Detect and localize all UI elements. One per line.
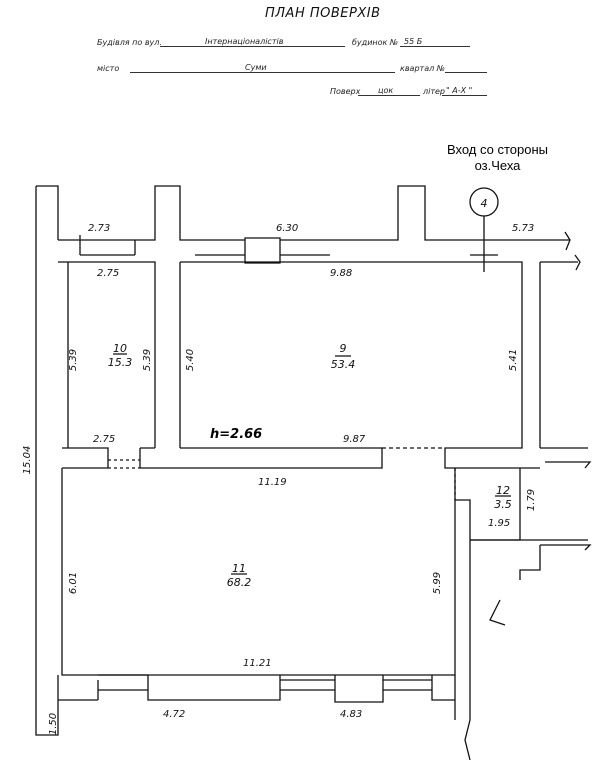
room-10-dim-bottom: 2.75: [93, 434, 115, 445]
room-11-area: 68.2: [227, 576, 252, 589]
entrance-line-1: Вход со стороны: [446, 142, 549, 157]
bottom-wall-2: [147, 675, 335, 701]
entrance-note: Вход со стороны оз.Чеха: [430, 142, 565, 174]
right-wall: [539, 262, 592, 469]
room-11-dim-left: 6.01: [68, 572, 79, 594]
floor-value: цок: [378, 86, 394, 95]
room-9-dim-bottom: 9.87: [343, 434, 366, 445]
walls: [35, 185, 592, 760]
left-outer-wall: [35, 185, 59, 736]
street-value: Інтернаціоналістів: [205, 37, 284, 46]
room-11-number: 11: [232, 562, 246, 575]
room-9-outline: [179, 261, 540, 469]
floor-label: Поверх: [330, 87, 361, 96]
city-underline: [130, 72, 395, 73]
room-9-dim-left: 5.40: [185, 349, 196, 371]
top-wall-3: [330, 185, 470, 241]
bottom-right-break: [464, 719, 471, 760]
street-underline: [160, 46, 345, 47]
dim-top-2: 6.30: [276, 223, 298, 234]
top-wall-2: [195, 237, 330, 264]
liter-label: літер: [423, 87, 445, 96]
room-12-dim-bottom: 1.95: [488, 518, 510, 529]
room-11-dim-bottom: 11.21: [243, 658, 272, 669]
room-10-dim-top: 2.75: [97, 268, 119, 279]
room-10-number: 10: [113, 342, 127, 355]
liter-underline: [442, 95, 487, 96]
dim-bottom-2: 4.83: [340, 709, 362, 720]
room-12-area: 3.5: [494, 498, 512, 511]
room-10-bottom-right: [139, 447, 383, 469]
room-number-underlines: [113, 353, 511, 575]
room-9-number: 9: [340, 342, 347, 355]
room-10-dim-right: 5.39: [142, 349, 153, 371]
building-label: будинок №: [352, 38, 399, 47]
dim-overall-height: 15.04: [22, 446, 33, 475]
quarter-underline: [445, 72, 487, 73]
city-label: місто: [97, 64, 120, 73]
room-10-bottom-left: [62, 447, 109, 469]
floor-underline: [358, 95, 420, 96]
ceiling-height: h=2.66: [210, 427, 262, 442]
entrance-line-2: оз.Чеха: [474, 158, 521, 173]
room-12-dim-right: 1.79: [526, 489, 537, 511]
quarter-label: квартал №: [400, 64, 446, 73]
building-underline: [400, 46, 470, 47]
dim-bottom-1: 4.72: [163, 709, 185, 720]
room-11-dim-top: 11.19: [258, 477, 287, 488]
room-12-number: 12: [496, 484, 510, 497]
plan-title: ПЛАН ПОВЕРХІВ: [265, 6, 381, 21]
liter-value: " А-Х ": [446, 86, 473, 95]
room-11-dim-right: 5.99: [432, 572, 443, 594]
room-9-dim-right: 5.41: [508, 349, 519, 371]
room-10-dim-left: 5.39: [68, 349, 79, 371]
street-label: Будівля по вул.: [97, 38, 162, 47]
bottom-wall-3: [334, 675, 455, 703]
lower-right-break: [470, 539, 592, 626]
room-10-outline: [58, 261, 156, 448]
entrance-marker-number: 4: [481, 197, 488, 210]
top-wall-1: [58, 235, 135, 256]
city-value: Суми: [245, 63, 267, 72]
dim-top-3: 5.73: [512, 223, 534, 234]
room-9-area: 53.4: [331, 358, 356, 371]
room-11-outline: [61, 468, 456, 676]
top-wall-4: [470, 239, 570, 256]
top-right-break: [540, 231, 581, 271]
room-10-area: 15.3: [108, 356, 133, 369]
room-10-door: [108, 459, 140, 469]
bottom-wall-1: [57, 674, 148, 701]
room-9-dim-top: 9.88: [330, 268, 352, 279]
dim-bottom-left: 1.50: [48, 713, 59, 735]
building-value: 55 Б: [404, 37, 423, 46]
top-wall-pier: [134, 185, 195, 255]
dim-top-1: 2.73: [88, 223, 110, 234]
